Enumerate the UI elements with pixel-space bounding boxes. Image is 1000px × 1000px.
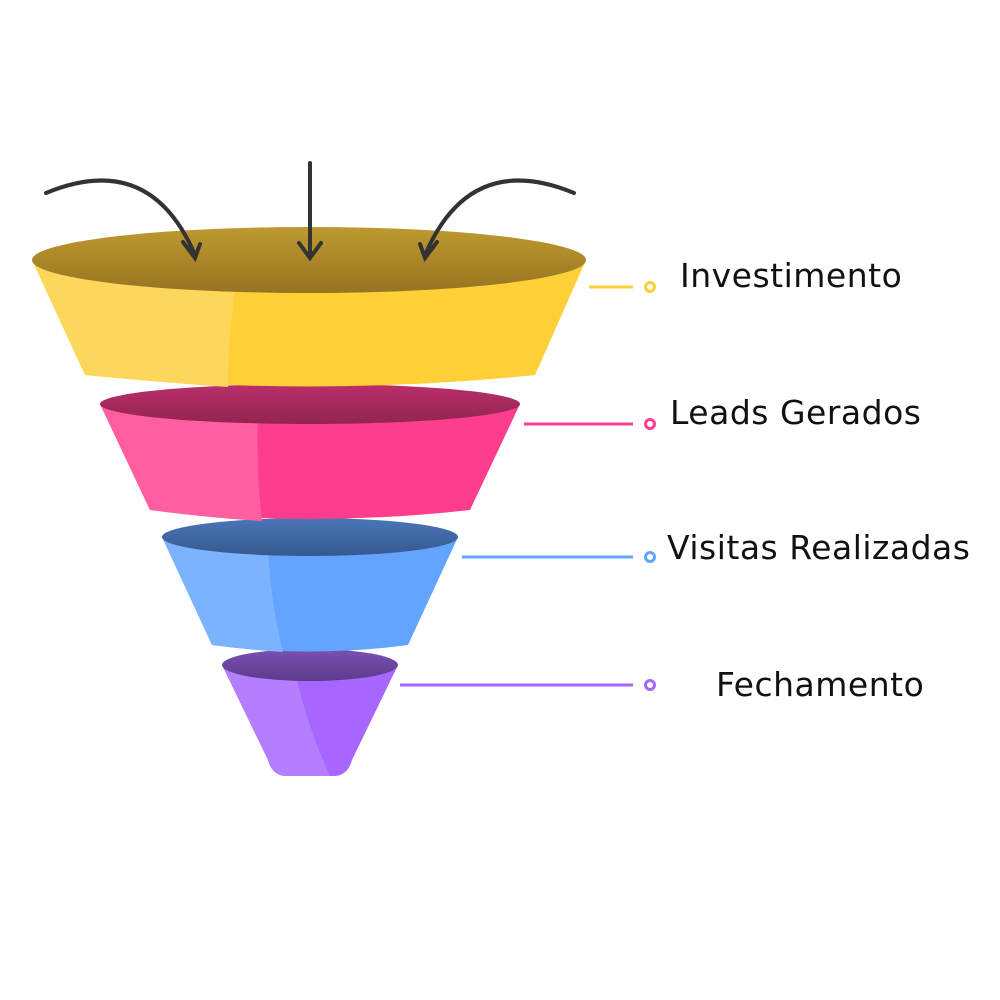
arrows	[44, 161, 576, 263]
label-visitas-realizadas: Visitas Realizadas	[667, 528, 971, 567]
label-fechamento: Fechamento	[716, 665, 925, 704]
connector-dot-visitas	[644, 551, 656, 563]
funnel-stage-visitas	[162, 518, 458, 652]
straight-arrow-head	[297, 241, 323, 262]
funnel-stage-leads	[100, 384, 520, 521]
connector-dot-investimento	[644, 281, 656, 293]
connector-dot-fechamento	[644, 679, 656, 691]
connectors	[400, 281, 656, 691]
connector-dot-leads	[644, 418, 656, 430]
curved-arrow-right-head	[418, 240, 439, 263]
label-investimento: Investimento	[680, 256, 903, 295]
curved-arrow-right-icon	[423, 178, 576, 257]
funnel-stage-investimento	[32, 227, 586, 387]
label-leads-gerados: Leads Gerados	[670, 393, 922, 432]
curved-arrow-left-icon	[44, 178, 197, 257]
funnel-stage-fechamento	[222, 649, 398, 776]
curved-arrow-left-head	[181, 240, 202, 263]
